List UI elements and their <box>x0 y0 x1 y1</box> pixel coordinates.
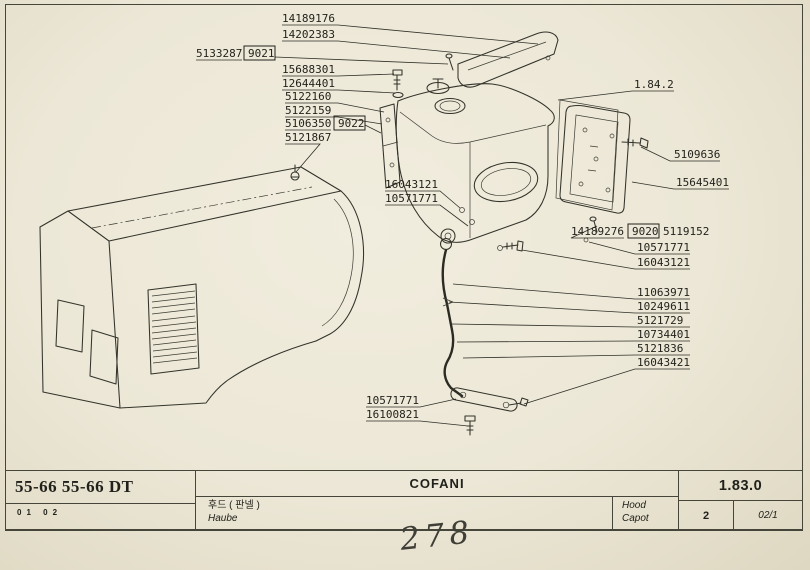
model-cell: 55-66 55-66 DT 01 02 <box>6 471 196 530</box>
part-number-label: 10571771 <box>385 192 438 205</box>
part-number-label: 5121729 <box>637 314 683 327</box>
figure-ref-box <box>333 115 366 131</box>
figure-ref-box <box>627 223 660 239</box>
fuel-tank-drawing <box>379 78 555 244</box>
part-number-label: 5109636 <box>674 148 720 161</box>
part-number-label: 10571771 <box>366 394 419 407</box>
part-number-label: 11063971 <box>637 286 690 299</box>
part-number-label: 5106350 <box>285 117 331 130</box>
sheet-number: 2 <box>679 501 734 530</box>
part-number-label: 5121867 <box>285 131 331 144</box>
figure-ref-label: 9020 <box>632 225 659 238</box>
translations-right: Hood Capot <box>612 497 678 530</box>
part-number-label: 5122159 <box>285 104 331 117</box>
part-number-label: 15645401 <box>676 176 729 189</box>
section-title: COFANI <box>196 471 678 497</box>
title-korean: 후드 ( 판넬 ) <box>208 500 260 511</box>
title-english: Hood <box>622 500 646 511</box>
part-number-label: 16043421 <box>637 356 690 369</box>
louver-slats <box>151 290 198 364</box>
section-reference-label: 1.84.2 <box>634 78 674 91</box>
part-number-label: 16100821 <box>366 408 419 421</box>
fastener-glyphs <box>392 53 649 436</box>
part-number-label: 5133287 <box>196 47 242 60</box>
title-german: Haube <box>208 513 238 524</box>
model-numbers: 55-66 55-66 DT <box>6 471 195 504</box>
part-number-label: 12644401 <box>282 77 335 90</box>
part-number-labels: 14189176 14202383 5133287 9021 15688301 … <box>196 12 729 421</box>
title-block: 55-66 55-66 DT 01 02 COFANI 후드 ( 판넬 ) Ha… <box>5 470 803 531</box>
leader-lines <box>196 24 729 427</box>
figure-ref-label: 9021 <box>248 47 275 60</box>
part-number-label: 16043121 <box>637 256 690 269</box>
part-number-label: 15688301 <box>282 63 335 76</box>
tractor-hood-drawing <box>39 164 364 409</box>
part-number-label: 10571771 <box>637 241 690 254</box>
exploded-parts-diagram: 14189176 14202383 5133287 9021 15688301 … <box>39 12 729 436</box>
title-french: Capot <box>622 513 649 524</box>
part-number-label: 10734401 <box>637 328 690 341</box>
revision-code: 02/1 <box>758 510 778 521</box>
part-number-label: 5119152 <box>663 225 709 238</box>
part-number-label: 14202383 <box>282 28 335 41</box>
rear-panel-drawing <box>457 31 559 88</box>
part-number-label: 14189176 <box>282 12 335 25</box>
part-number-label: 10249611 <box>637 300 690 313</box>
prop-rod-drawing <box>439 237 518 412</box>
section-code: 1.83.0 <box>679 471 802 501</box>
part-number-label: 5121836 <box>637 342 683 355</box>
title-cell: COFANI 후드 ( 판넬 ) Haube Hood Capot <box>196 471 679 530</box>
figure-ref-box <box>243 45 276 61</box>
part-number-label: 14189276 <box>571 225 624 238</box>
reference-cell: 1.83.0 2 02/1 <box>679 471 802 530</box>
side-plate-drawing <box>555 99 631 214</box>
part-number-label: 5122160 <box>285 90 331 103</box>
handwritten-page-number: 278 <box>398 514 476 558</box>
figure-ref-label: 9022 <box>338 117 365 130</box>
model-codes: 01 02 <box>17 508 63 517</box>
page-border-frame <box>5 4 803 530</box>
translations-left: 후드 ( 판넬 ) Haube <box>196 497 612 530</box>
part-number-label: 16043121 <box>385 178 438 191</box>
